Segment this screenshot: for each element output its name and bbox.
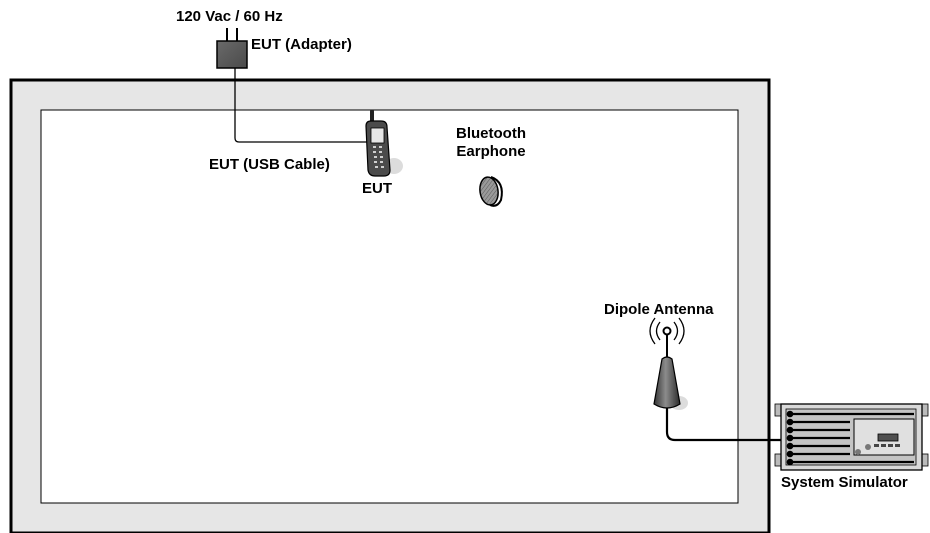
earphone-label-line1: Bluetooth	[456, 125, 526, 142]
rf-cable-line	[665, 408, 790, 442]
earphone-label-line2: Earphone	[456, 143, 526, 160]
antenna-label: Dipole Antenna	[604, 301, 714, 318]
chamber-inner-area	[40, 109, 739, 504]
eut-label: EUT	[362, 180, 392, 197]
power-label: 120 Vac / 60 Hz	[176, 8, 283, 25]
simulator-label: System Simulator	[781, 474, 908, 491]
shielded-chamber	[9, 78, 771, 533]
mobile-phone-icon	[365, 110, 403, 177]
adapter-label: EUT (Adapter)	[251, 36, 352, 53]
usb-cable-label: EUT (USB Cable)	[209, 156, 330, 173]
system-simulator-icon	[774, 403, 929, 471]
earphone-icon	[479, 176, 503, 207]
earphone-label: Bluetooth Earphone	[446, 125, 536, 161]
dipole-antenna-icon	[649, 317, 688, 410]
power-adapter-icon	[216, 28, 248, 69]
usb-cable-line	[234, 68, 368, 143]
